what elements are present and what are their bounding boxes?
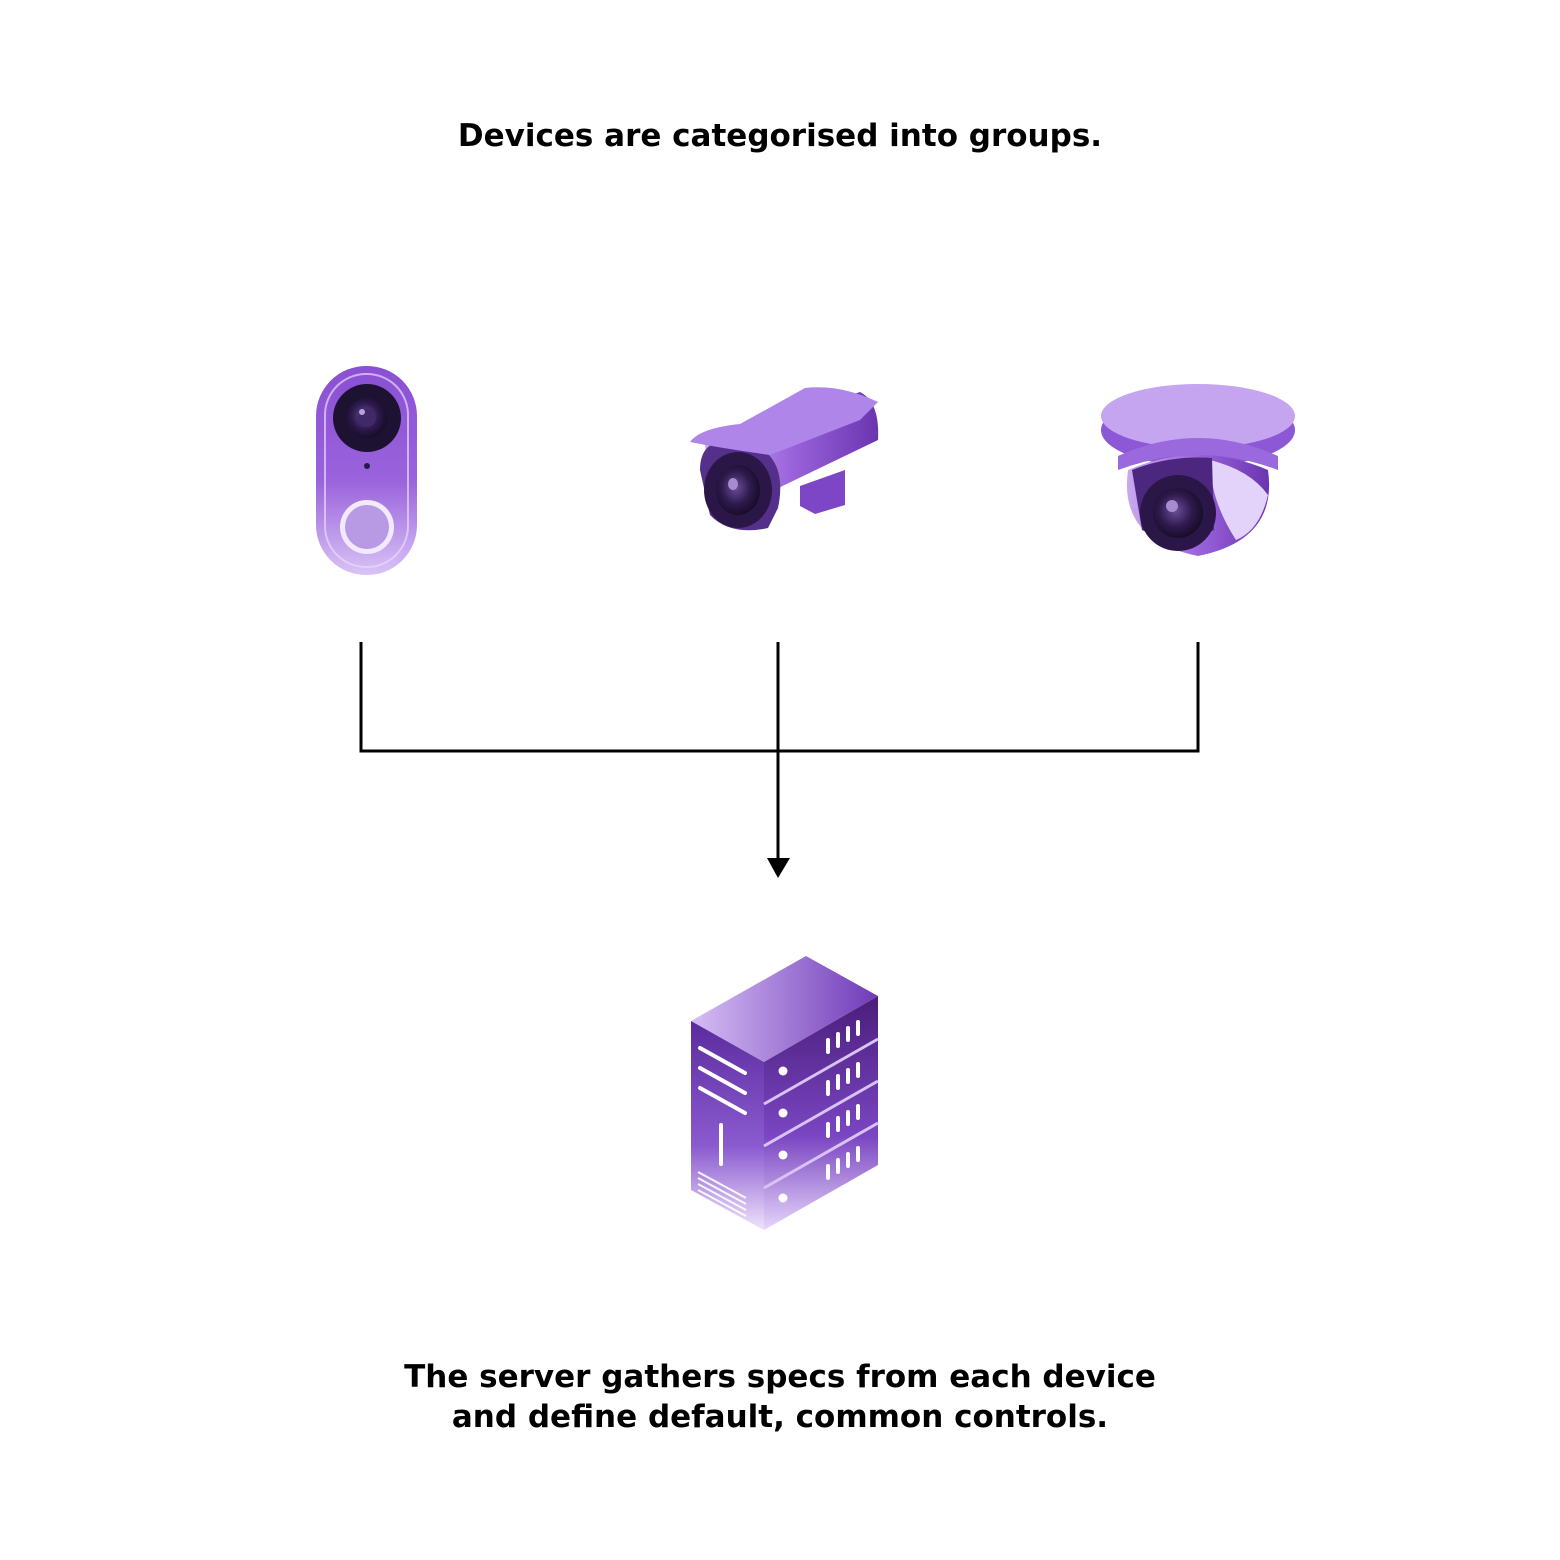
dome-camera-icon	[1101, 384, 1295, 556]
bottom-caption: The server gathers specs from each devic…	[0, 1357, 1560, 1437]
connector-lines	[359, 642, 1200, 862]
arrow-head	[767, 858, 790, 878]
bottom-caption-line-2: and define default, common controls.	[451, 1399, 1109, 1435]
top-caption: Devices are categorised into groups.	[457, 118, 1103, 154]
bullet-camera-icon	[690, 387, 879, 531]
server-rack-icon	[691, 956, 879, 1230]
video-doorbell-icon	[316, 366, 417, 575]
bottom-caption-line-1: The server gathers specs from each devic…	[404, 1359, 1156, 1395]
